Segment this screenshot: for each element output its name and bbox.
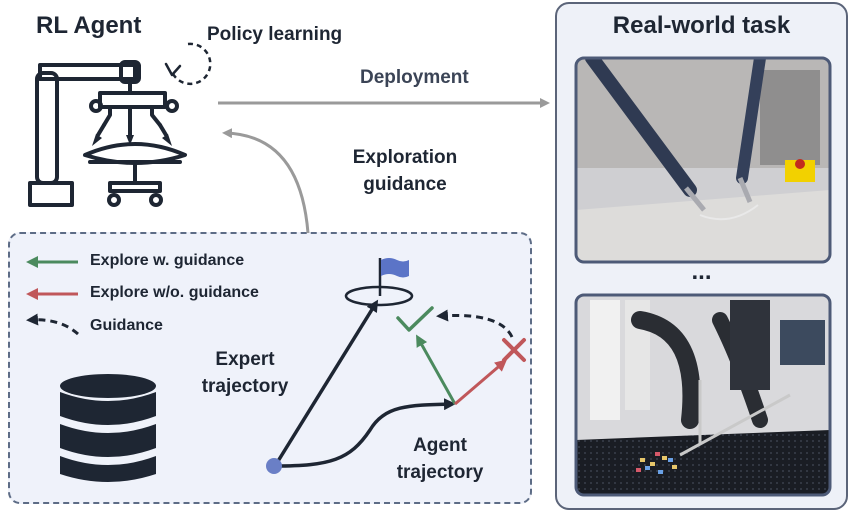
exploration-label-line2: guidance bbox=[363, 174, 447, 195]
agent-label-line1: Agent bbox=[413, 435, 467, 456]
explore-without-guidance-arrow bbox=[454, 359, 508, 406]
cross-icon bbox=[502, 338, 526, 362]
rl-agent-title: RL Agent bbox=[36, 12, 142, 39]
expert-label-line1: Expert bbox=[215, 349, 275, 370]
exploration-guidance-arrow bbox=[222, 128, 310, 234]
policy-loop-icon bbox=[170, 42, 212, 86]
legend-label-guidance: Guidance bbox=[90, 317, 163, 334]
real-world-photo-top bbox=[574, 56, 832, 264]
start-point bbox=[266, 458, 282, 474]
expert-trajectory-line bbox=[273, 299, 379, 467]
database-icon bbox=[60, 374, 156, 482]
ellipsis-label: ... bbox=[691, 258, 712, 285]
guidance-dashed-arrow bbox=[436, 309, 514, 338]
legend-guidance-arrow bbox=[26, 313, 79, 336]
real-world-title: Real-world task bbox=[612, 12, 791, 39]
deployment-label: Deployment bbox=[360, 67, 469, 88]
check-icon bbox=[396, 306, 434, 332]
guidance-panel bbox=[8, 232, 532, 504]
expert-label-line2: trajectory bbox=[201, 376, 289, 397]
real-world-photo-bottom bbox=[574, 293, 832, 497]
policy-learning-label: Policy learning bbox=[207, 24, 343, 45]
instrument-tips bbox=[92, 134, 172, 146]
surgical-robot-icon bbox=[28, 60, 187, 207]
legend-label-without-guidance: Explore w/o. guidance bbox=[90, 284, 259, 301]
agent-trajectory-line bbox=[274, 398, 456, 468]
policy-loop-arrowhead bbox=[164, 62, 182, 77]
exploration-label-line1: Exploration bbox=[352, 147, 458, 168]
explore-with-guidance-arrow bbox=[416, 334, 457, 405]
legend-label-with-guidance: Explore w. guidance bbox=[90, 252, 245, 269]
agent-label-line2: trajectory bbox=[396, 462, 484, 483]
flag-icon bbox=[381, 258, 409, 278]
